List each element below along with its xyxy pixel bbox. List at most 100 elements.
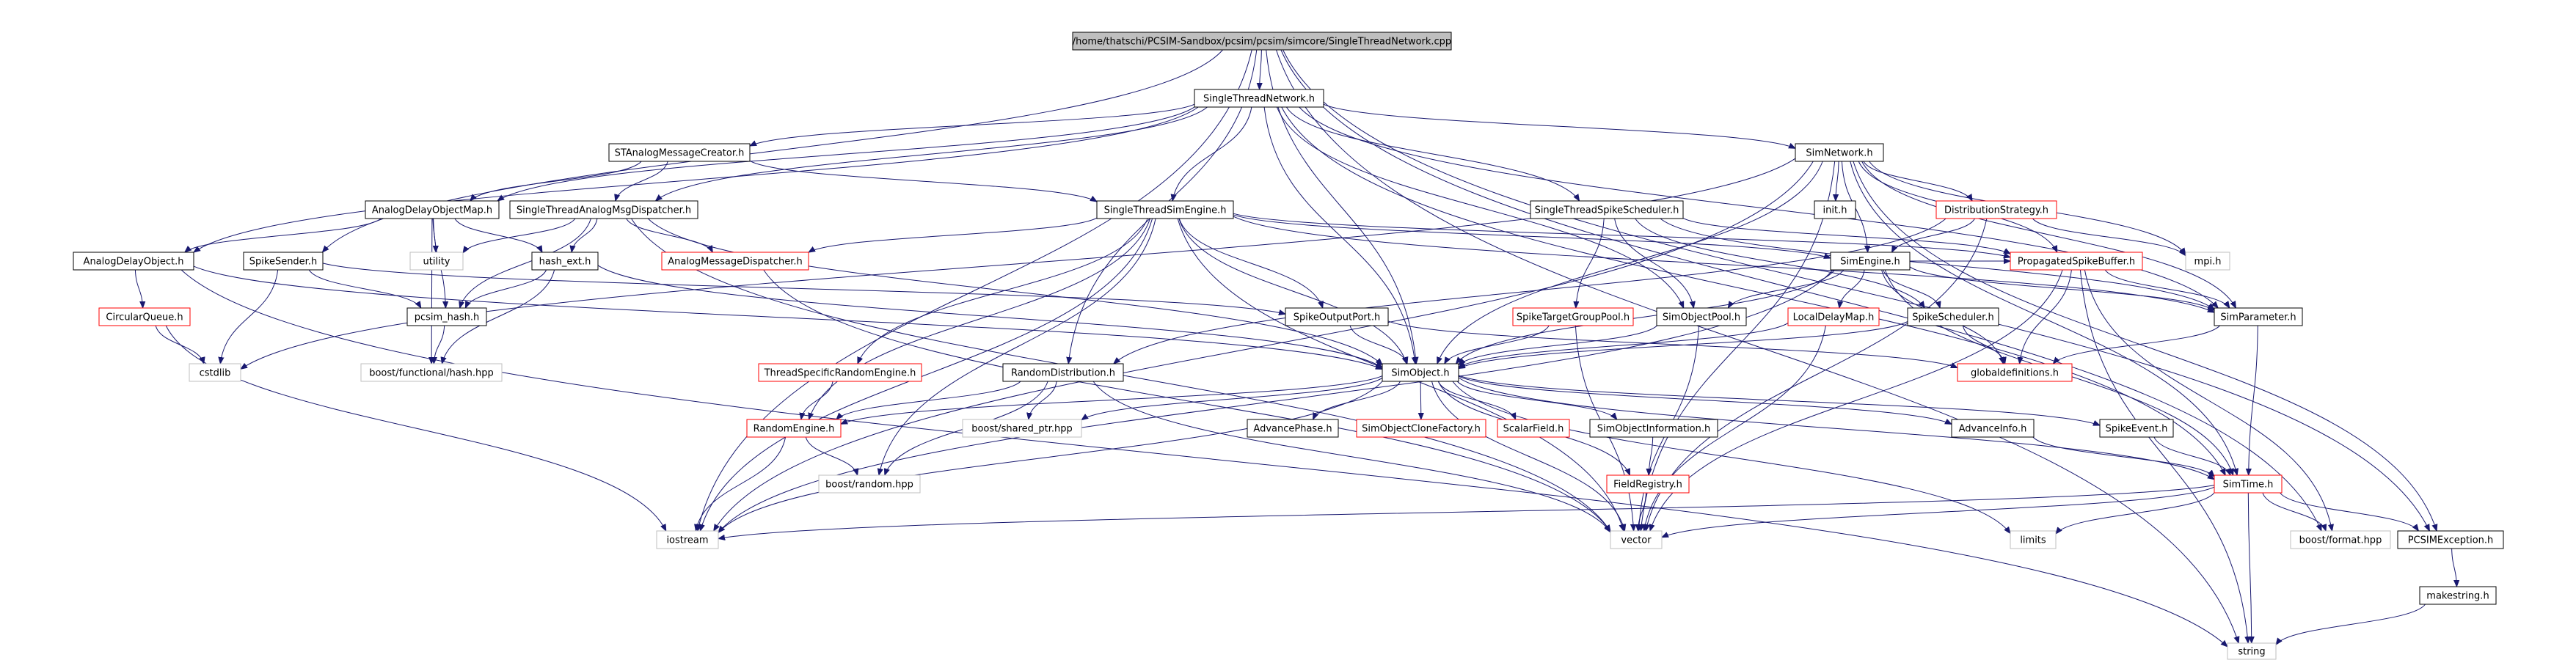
edge-stamd-to-hashext bbox=[572, 218, 598, 252]
edge-stse-to-brandom bbox=[879, 218, 1156, 475]
node-label-stss: SingleThreadSpikeScheduler.h bbox=[1535, 205, 1679, 216]
node-pcsimexc[interactable]: PCSIMException.h bbox=[2397, 530, 2504, 549]
node-ado[interactable]: AnalogDelayObject.h bbox=[73, 252, 194, 271]
edge-simnet-to-diststrat bbox=[1863, 161, 1972, 201]
node-amd[interactable]: AnalogMessageDispatcher.h bbox=[661, 252, 809, 271]
node-spevent[interactable]: SpikeEvent.h bbox=[2099, 419, 2174, 438]
node-label-pcsimhash: pcsim_hash.h bbox=[415, 312, 480, 323]
node-mpi[interactable]: mpi.h bbox=[2185, 252, 2230, 271]
node-globdef[interactable]: globaldefinitions.h bbox=[1957, 363, 2073, 382]
node-spsched[interactable]: SpikeScheduler.h bbox=[1907, 307, 1999, 326]
node-soinfo[interactable]: SimObjectInformation.h bbox=[1589, 419, 1718, 438]
node-label-simnet: SimNetwork.h bbox=[1806, 148, 1872, 159]
node-vector[interactable]: vector bbox=[1610, 530, 1663, 549]
edge-hashext-to-bfh bbox=[442, 269, 555, 364]
node-diststrat[interactable]: DistributionStrategy.h bbox=[1935, 200, 2057, 219]
node-adom[interactable]: AnalogDelayObjectMap.h bbox=[365, 200, 500, 219]
edge-amd-to-vector bbox=[763, 269, 1610, 532]
node-socf[interactable]: SimObjectCloneFactory.h bbox=[1356, 419, 1486, 438]
node-spop[interactable]: SpikeOutputPort.h bbox=[1285, 307, 1389, 326]
edge-stse-to-psb bbox=[1233, 213, 2010, 257]
node-label-bsp: boost/shared_ptr.hpp bbox=[971, 424, 1073, 435]
edge-simtime-to-string bbox=[2247, 492, 2252, 643]
node-advphase[interactable]: AdvancePhase.h bbox=[1247, 419, 1339, 438]
node-re[interactable]: RandomEngine.h bbox=[746, 419, 842, 438]
node-simparam[interactable]: SimParameter.h bbox=[2214, 307, 2303, 326]
node-init[interactable]: init.h bbox=[1814, 200, 1856, 219]
node-simengine[interactable]: SimEngine.h bbox=[1830, 252, 1911, 271]
node-box-stss bbox=[1530, 200, 1684, 219]
node-box-re bbox=[746, 419, 842, 438]
node-stgp[interactable]: SpikeTargetGroupPool.h bbox=[1512, 307, 1634, 326]
node-makestr[interactable]: makestring.h bbox=[2419, 586, 2497, 605]
node-sfield[interactable]: ScalarField.h bbox=[1497, 419, 1570, 438]
node-label-mpi: mpi.h bbox=[2194, 257, 2222, 268]
node-label-globdef: globaldefinitions.h bbox=[1971, 368, 2059, 379]
node-stse[interactable]: SingleThreadSimEngine.h bbox=[1096, 200, 1234, 219]
node-stamd[interactable]: SingleThreadAnalogMsgDispatcher.h bbox=[509, 200, 698, 219]
edge-simengine-to-sop bbox=[1728, 269, 1845, 308]
node-stamc[interactable]: STAnalogMessageCreator.h bbox=[608, 143, 751, 162]
node-box-freg bbox=[1606, 474, 1690, 494]
node-psb[interactable]: PropagatedSpikeBuffer.h bbox=[2010, 252, 2143, 271]
node-simnet[interactable]: SimNetwork.h bbox=[1795, 143, 1884, 162]
edge-simnet-to-iostream bbox=[714, 161, 1814, 531]
node-label-tsre: ThreadSpecificRandomEngine.h bbox=[764, 368, 916, 379]
edge-spop-to-simobject bbox=[1349, 325, 1407, 364]
node-box-globdef bbox=[1957, 363, 2073, 382]
node-bformat[interactable]: boost/format.hpp bbox=[2290, 530, 2391, 549]
node-spsender[interactable]: SpikeSender.h bbox=[243, 252, 324, 271]
node-ldm[interactable]: LocalDelayMap.h bbox=[1787, 307, 1880, 326]
node-limits[interactable]: limits bbox=[2010, 530, 2057, 549]
edge-cq-to-cstdlib bbox=[155, 325, 204, 364]
node-brandom[interactable]: boost/random.hpp bbox=[818, 474, 921, 494]
node-label-bfh: boost/functional/hash.hpp bbox=[369, 368, 494, 379]
node-stn[interactable]: SingleThreadNetwork.h bbox=[1194, 89, 1324, 108]
edge-stn-to-simtime bbox=[1281, 106, 2225, 475]
edge-soinfo-to-freg bbox=[1649, 436, 1654, 475]
node-box-simtime bbox=[2214, 474, 2283, 494]
edge-simengine-to-ldm bbox=[1839, 269, 1865, 308]
node-box-init bbox=[1814, 200, 1856, 219]
node-cstdlib[interactable]: cstdlib bbox=[189, 363, 241, 382]
edge-stse-to-iostream bbox=[700, 218, 1153, 531]
node-tsre[interactable]: ThreadSpecificRandomEngine.h bbox=[758, 363, 922, 382]
edge-stamc-to-stamd bbox=[616, 161, 668, 201]
node-label-psb: PropagatedSpikeBuffer.h bbox=[2018, 257, 2135, 268]
node-string[interactable]: string bbox=[2227, 642, 2277, 660]
edge-simobject-to-vector bbox=[1431, 381, 1625, 531]
node-rd[interactable]: RandomDistribution.h bbox=[1002, 363, 1124, 382]
node-root[interactable]: /home/thatschi/PCSIM-Sandbox/pcsim/pcsim… bbox=[1072, 32, 1452, 51]
edge-stse-to-simengine bbox=[1233, 214, 1831, 258]
node-bfh[interactable]: boost/functional/hash.hpp bbox=[360, 363, 503, 382]
node-hashext[interactable]: hash_ext.h bbox=[531, 252, 599, 271]
node-freg[interactable]: FieldRegistry.h bbox=[1606, 474, 1690, 494]
node-box-pcsimhash bbox=[406, 307, 487, 326]
edge-root-to-pcsimexc bbox=[1282, 49, 2430, 531]
node-advinfo[interactable]: AdvanceInfo.h bbox=[1951, 419, 2035, 438]
edge-psb-to-string bbox=[2079, 269, 2248, 643]
edge-re-to-iostream bbox=[696, 436, 787, 531]
node-utility[interactable]: utility bbox=[409, 252, 464, 271]
node-box-cstdlib bbox=[189, 363, 241, 382]
node-box-simobject bbox=[1382, 363, 1459, 382]
node-simtime[interactable]: SimTime.h bbox=[2214, 474, 2283, 494]
node-sop[interactable]: SimObjectPool.h bbox=[1656, 307, 1747, 326]
node-cq[interactable]: CircularQueue.h bbox=[98, 307, 191, 326]
edge-psb-to-simparam bbox=[2104, 269, 2230, 308]
node-box-spsender bbox=[243, 252, 324, 271]
edge-spsender-to-spop bbox=[322, 263, 1285, 314]
edge-hashext-to-simobject bbox=[597, 265, 1382, 367]
node-label-amd: AnalogMessageDispatcher.h bbox=[668, 257, 803, 268]
edge-simnet-to-simobject bbox=[1437, 161, 1823, 364]
node-iostream[interactable]: iostream bbox=[656, 530, 719, 549]
node-bsp[interactable]: boost/shared_ptr.hpp bbox=[962, 419, 1082, 438]
node-stss[interactable]: SingleThreadSpikeScheduler.h bbox=[1530, 200, 1684, 219]
node-pcsimhash[interactable]: pcsim_hash.h bbox=[406, 307, 487, 326]
node-box-hashext bbox=[531, 252, 599, 271]
node-simobject[interactable]: SimObject.h bbox=[1382, 363, 1459, 382]
node-box-bformat bbox=[2290, 530, 2391, 549]
edge-makestr-to-string bbox=[2276, 604, 2426, 645]
node-box-root bbox=[1072, 32, 1452, 51]
node-label-bformat: boost/format.hpp bbox=[2299, 535, 2382, 546]
